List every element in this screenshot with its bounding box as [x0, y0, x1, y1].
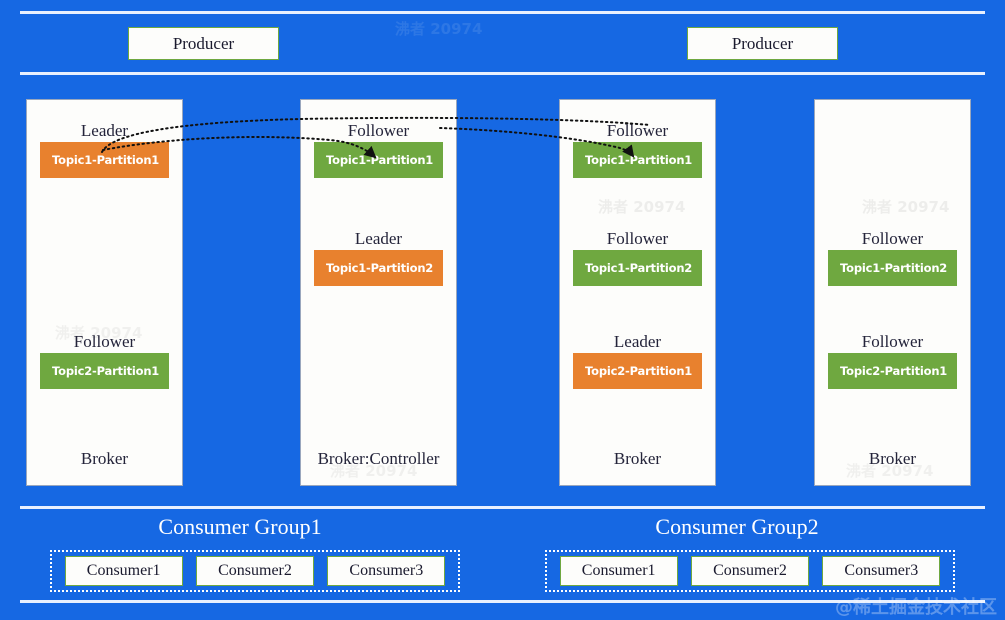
consumer-item[interactable]: Consumer2 — [195, 556, 314, 586]
broker-column-3[interactable]: Follower Topic1-Partition1 Follower Topi… — [559, 99, 716, 486]
consumer-item[interactable]: Consumer3 — [822, 556, 941, 586]
consumer-item[interactable]: Consumer2 — [690, 556, 809, 586]
consumer-item[interactable]: Consumer1 — [559, 556, 678, 586]
role-label: Leader — [354, 229, 403, 248]
broker-name-label: Broker — [613, 449, 662, 468]
partition-slot: Follower Topic1-Partition2 — [573, 228, 702, 286]
partition-slot: Leader Topic1-Partition2 — [314, 228, 443, 286]
broker-name-label: Broker:Controller — [317, 449, 440, 468]
divider-top — [20, 11, 985, 14]
divider-consumers-top — [20, 506, 985, 509]
watermark-corner: @稀土掘金技术社区 — [835, 597, 997, 618]
role-label: Follower — [606, 229, 669, 248]
producer-box-1[interactable]: Producer — [128, 27, 279, 60]
partition-slot: Follower Topic1-Partition1 — [573, 120, 702, 178]
role-label: Follower — [861, 229, 924, 248]
role-label: Follower — [606, 121, 669, 140]
partition-box[interactable]: Topic1-Partition1 — [40, 142, 169, 178]
partition-box[interactable]: Topic1-Partition1 — [573, 142, 702, 178]
broker-name-label: Broker — [868, 449, 917, 468]
producer-box-2[interactable]: Producer — [687, 27, 838, 60]
partition-box[interactable]: Topic1-Partition2 — [828, 250, 957, 286]
broker-column-2[interactable]: Follower Topic1-Partition1 Leader Topic1… — [300, 99, 457, 486]
watermark-tile: 沸者 20974 — [395, 20, 483, 38]
divider-producer-bottom — [20, 72, 985, 75]
broker-column-1[interactable]: Leader Topic1-Partition1 Follower Topic2… — [26, 99, 183, 486]
partition-slot: Follower Topic2-Partition1 — [40, 331, 169, 389]
consumer-item[interactable]: Consumer3 — [327, 556, 446, 586]
consumer-group-title-2: Consumer Group2 — [655, 514, 819, 539]
role-label: Follower — [861, 332, 924, 351]
partition-box[interactable]: Topic1-Partition2 — [573, 250, 702, 286]
consumer-group-title-1: Consumer Group1 — [158, 514, 322, 539]
consumer-group-1[interactable]: Consumer1 Consumer2 Consumer3 — [50, 550, 460, 592]
partition-box[interactable]: Topic1-Partition1 — [314, 142, 443, 178]
partition-slot: Leader Topic1-Partition1 — [40, 120, 169, 178]
role-label: Leader — [613, 332, 662, 351]
partition-box[interactable]: Topic2-Partition1 — [40, 353, 169, 389]
consumer-item[interactable]: Consumer1 — [64, 556, 183, 586]
partition-slot: Follower Topic2-Partition1 — [828, 331, 957, 389]
partition-slot: Follower Topic1-Partition2 — [828, 228, 957, 286]
role-label: Follower — [73, 332, 136, 351]
consumer-group-2[interactable]: Consumer1 Consumer2 Consumer3 — [545, 550, 955, 592]
partition-slot: Follower Topic1-Partition1 — [314, 120, 443, 178]
partition-box[interactable]: Topic2-Partition1 — [828, 353, 957, 389]
partition-box[interactable]: Topic1-Partition2 — [314, 250, 443, 286]
role-label: Leader — [80, 121, 129, 140]
partition-slot: Leader Topic2-Partition1 — [573, 331, 702, 389]
role-label: Follower — [347, 121, 410, 140]
partition-box[interactable]: Topic2-Partition1 — [573, 353, 702, 389]
divider-bottom — [20, 600, 985, 603]
broker-column-4[interactable]: Follower Topic1-Partition2 Follower Topi… — [814, 99, 971, 486]
broker-name-label: Broker — [80, 449, 129, 468]
